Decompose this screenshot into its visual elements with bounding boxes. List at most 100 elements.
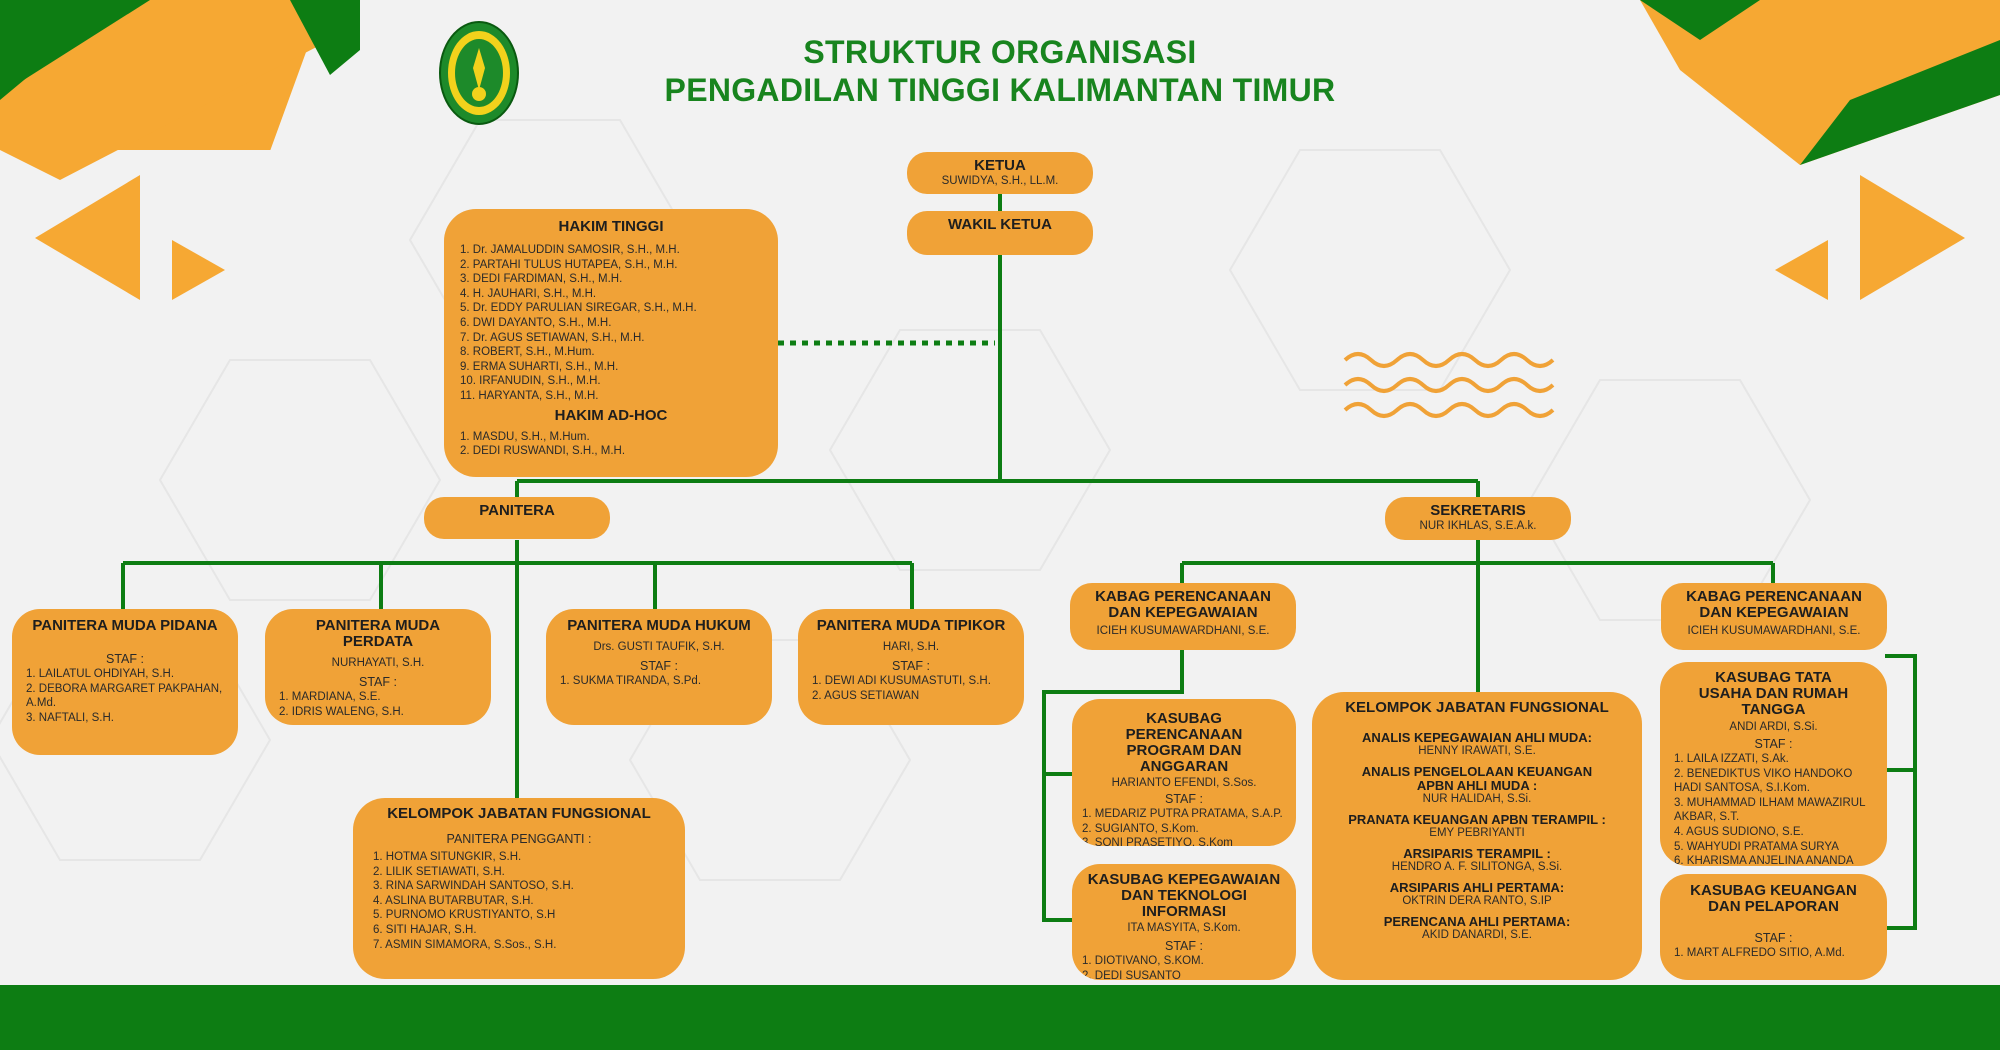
list-item: 1. DEWI ADI KUSUMASTUTI, S.H. (812, 675, 991, 687)
pm-hukum-title: PANITERA MUDA HUKUM (567, 617, 751, 634)
pm-tipikor-list: 1. DEWI ADI KUSUMASTUTI, S.H. 2. AGUS SET… (812, 674, 1024, 703)
wakil-ketua-box: WAKIL KETUA (907, 211, 1093, 255)
list-item: 1. MEDARIZ PUTRA PRATAMA, S.A.P. (1082, 808, 1283, 820)
list-item: 2. DEBORA MARGARET PAKPAHAN, (26, 682, 223, 695)
pm-tipikor-staf: STAF : (892, 659, 930, 673)
kasubag-keuangan-box: KASUBAG KEUANGAN DAN PELAPORAN STAF : 1.… (1660, 874, 1887, 980)
list-item: 5. PURNOMO KRUSTIYANTO, S.H (373, 909, 556, 922)
kasubag-kepegawaian-box: KASUBAG KEPEGAWAIAN DAN TEKNOLOGI INFORM… (1072, 864, 1296, 980)
kjf-left-sub: PANITERA PENGGANTI : (446, 832, 592, 846)
kjf-left-title: KELOMPOK JABATAN FUNGSIONAL (387, 805, 651, 822)
list-item: 2. IDRIS WALENG, S.H. (279, 705, 404, 718)
list-item: 1. MART ALFREDO SITIO, A.Md. (1674, 947, 1845, 959)
kabag-right-name: ICIEH KUSUMAWARDHANI, S.E. (1687, 625, 1861, 637)
hakim-tinggi-box: HAKIM TINGGI 1. Dr. JAMALUDDIN SAMOSIR, … (444, 209, 778, 477)
page-subtitle: PENGADILAN TINGGI KALIMANTAN TIMUR (664, 72, 1336, 108)
list-item: 1. SUKMA TIRANDA, S.Pd. (560, 675, 702, 687)
list-item: A.Md. (26, 697, 57, 710)
list-item: HADI SANTOSA, S.I.Kom. (1674, 782, 1810, 795)
list-item: 2. DEDI RUSWANDI, S.H., M.H. (460, 445, 626, 458)
page-title: STRUKTUR ORGANISASI (803, 34, 1197, 70)
list-item: 1. MARDIANA, S.E. (279, 691, 381, 703)
list-item: 7. ASMIN SIMAMORA, S.Sos., S.H. (373, 938, 557, 951)
list-item: 2. PARTAHI TULUS HUTAPEA, S.H., M.H. (460, 258, 678, 271)
list-item: 1. Dr. JAMALUDDIN SAMOSIR, S.H., M.H. (460, 244, 680, 256)
list-item: 3. DEDI FARDIMAN, S.H., M.H. (460, 273, 623, 286)
list-item: 2. LILIK SETIAWATI, S.H. (373, 865, 505, 878)
pm-perdata-name: NURHAYATI, S.H. (331, 657, 425, 669)
list-item: 1. LAILATUL OHDIYAH, S.H. (26, 668, 175, 680)
kjf-right-group-1: ANALIS KEPEGAWAIAN AHLI MUDA:HENNY IRAWA… (1362, 730, 1592, 758)
pm-tipikor-title: PANITERA MUDA TIPIKOR (816, 617, 1006, 634)
kasubag-keuangan-list: 1. MART ALFREDO SITIO, A.Md. (1674, 946, 1887, 961)
kasubag-program-list: 1. MEDARIZ PUTRA PRATAMA, S.A.P. 2. SUGIA… (1082, 807, 1296, 846)
kasubag-keuangan-staf: STAF : (1754, 931, 1793, 945)
pm-pidana-title: PANITERA MUDA PIDANA (32, 617, 218, 634)
pm-pidana-box: PANITERA MUDA PIDANA STAF : 1. LAILATUL … (12, 609, 238, 755)
list-item: 3. MUHAMMAD ILHAM MAWAZIRUL (1674, 796, 1866, 809)
list-item: 1. HOTMA SITUNGKIR, S.H. (373, 851, 522, 863)
kasubag-kepegawaian-name: ITA MASYITA, S.Kom. (1127, 922, 1241, 934)
kasubag-program-name: HARIANTO EFENDI, S.Sos. (1111, 777, 1257, 789)
kasubag-program-staf: STAF : (1165, 792, 1203, 806)
pm-pidana-list: 1. LAILATUL OHDIYAH, S.H. 2. DEBORA MARGA… (26, 667, 238, 725)
list-item: 4. AGUS SUDIONO, S.E. (1674, 825, 1804, 838)
pm-hukum-box: PANITERA MUDA HUKUM Drs. GUSTI TAUFIK, S… (546, 609, 772, 725)
kjf-left-list: 1. HOTMA SITUNGKIR, S.H. 2. LILIK SETIAWA… (373, 850, 685, 952)
pm-tipikor-box: PANITERA MUDA TIPIKOR HARI, S.H. STAF : … (798, 609, 1024, 725)
list-item: 10. IRFANUDIN, S.H., M.H. (460, 375, 601, 388)
kasubag-kepegawaian-staf: STAF : (1165, 939, 1203, 953)
pm-perdata-staf: STAF : (359, 675, 397, 689)
kasubag-keuangan-title: KASUBAG KEUANGAN DAN PELAPORAN (1690, 882, 1857, 915)
kasubag-program-box: KASUBAG PERENCANAAN PROGRAM DAN ANGGARAN… (1072, 699, 1296, 846)
hakim-title: HAKIM TINGGI (558, 218, 664, 235)
kabag-left-title: KABAG PERENCANAAN DAN KEPEGAWAIAN (1095, 588, 1271, 621)
pm-hukum-list: 1. SUKMA TIRANDA, S.Pd. (560, 674, 772, 689)
kabag-right-box: KABAG PERENCANAAN DAN KEPEGAWAIAN ICIEH … (1661, 583, 1887, 650)
hakim-adhoc-list: 1. MASDU, S.H., M.Hum. 2. DEDI RUSWANDI, … (460, 430, 778, 459)
footer-bar (0, 985, 2000, 1050)
panitera-box: PANITERA (424, 497, 610, 539)
list-item: 6. KHARISMA ANJELINA ANANDA (1674, 855, 1854, 866)
connector-lines (121, 193, 1917, 930)
kasubag-tu-title: KASUBAG TATA USAHA DAN RUMAH TANGGA (1698, 669, 1849, 718)
kabag-left-name: ICIEH KUSUMAWARDHANI, S.E. (1096, 625, 1270, 637)
kjf-right-group-2: ANALIS PENGELOLAAN KEUANGAN APBN AHLI MU… (1361, 764, 1593, 806)
sekretaris-title: SEKRETARIS (1430, 502, 1526, 519)
ketua-title: KETUA (974, 157, 1026, 174)
list-item: 5. WAHYUDI PRATAMA SURYA (1674, 840, 1839, 853)
list-item: 1. MASDU, S.H., M.Hum. (460, 430, 590, 443)
hakim-list: 1. Dr. JAMALUDDIN SAMOSIR, S.H., M.H. 2. … (460, 243, 778, 404)
list-item: 3. SONI PRASETIYO, S.Kom (1082, 837, 1233, 846)
hakim-adhoc-title: HAKIM AD-HOC (554, 406, 668, 424)
list-item: 6. SITI HAJAR, S.H. (373, 923, 477, 936)
sekretaris-box: SEKRETARIS NUR IKHLAS, S.E.A.k. (1385, 497, 1571, 540)
kasubag-kepegawaian-title: KASUBAG KEPEGAWAIAN DAN TEKNOLOGI INFORM… (1087, 871, 1281, 920)
ketua-box: KETUA SUWIDYA, S.H., LL.M. (907, 152, 1093, 194)
list-item: 2. BENEDIKTUS VIKO HANDOKO (1674, 767, 1853, 780)
list-item: 9. ERMA SUHARTI, S.H., M.H. (460, 360, 619, 373)
kasubag-tu-list: 1. LAILA IZZATI, S.Ak.2. BENEDIKTUS VIKO… (1674, 752, 1887, 866)
court-seal-icon (439, 21, 519, 125)
pm-tipikor-name: HARI, S.H. (882, 641, 940, 653)
list-item: 2. AGUS SETIAWAN (812, 689, 920, 702)
ketua-name: SUWIDYA, S.H., LL.M. (941, 175, 1059, 187)
kabag-right-title: KABAG PERENCANAAN DAN KEPEGAWAIAN (1686, 588, 1862, 621)
list-item: 5. Dr. EDDY PARULIAN SIREGAR, S.H., M.H. (460, 302, 697, 315)
list-item: 2. DEDI SUSANTO (1082, 969, 1181, 980)
list-item: 4. ASLINA BUTARBUTAR, S.H. (373, 894, 534, 907)
kjf-left-box: KELOMPOK JABATAN FUNGSIONAL PANITERA PEN… (353, 798, 685, 979)
list-item: 2. SUGIANTO, S.Kom. (1082, 822, 1199, 835)
kabag-left-box: KABAG PERENCANAAN DAN KEPEGAWAIAN ICIEH … (1070, 583, 1296, 650)
kasubag-kepegawaian-list: 1. DIOTIVANO, S.KOM.2. DEDI SUSANTO (1082, 954, 1296, 980)
list-item: 6. DWI DAYANTO, S.H., M.H. (460, 316, 612, 329)
kjf-right-title: KELOMPOK JABATAN FUNGSIONAL (1345, 699, 1609, 716)
kjf-right-group-4: ARSIPARIS TERAMPIL :HENDRO A. F. SILITON… (1391, 846, 1563, 874)
pm-pidana-staf: STAF : (106, 652, 144, 666)
list-item: 3. RINA SARWINDAH SANTOSO, S.H. (373, 880, 574, 893)
pm-perdata-title: PANITERA MUDA PERDATA (315, 617, 441, 650)
kasubag-tu-staf: STAF : (1754, 737, 1793, 751)
wakil-ketua-title: WAKIL KETUA (948, 216, 1052, 233)
pm-hukum-staf: STAF : (640, 659, 678, 673)
